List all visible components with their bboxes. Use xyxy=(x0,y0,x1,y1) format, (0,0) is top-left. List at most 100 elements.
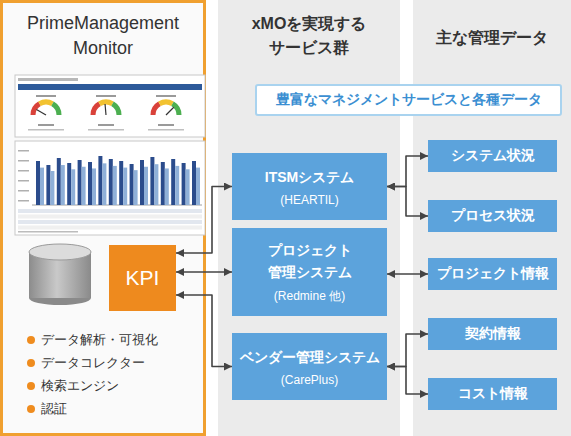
chart-bar xyxy=(123,168,127,205)
table-row xyxy=(18,220,202,224)
gauge-arc xyxy=(40,102,53,104)
gauge-note-line xyxy=(148,129,184,131)
chart-bar xyxy=(186,169,190,205)
database-top xyxy=(29,244,91,260)
chart-bar xyxy=(130,164,134,205)
chart-bar xyxy=(57,158,61,205)
service-column: xMOを実現する サービス群 ITSMシステム (HEARTIL) プロジェクト 管理… xyxy=(218,0,400,436)
chart-bar xyxy=(109,159,113,205)
gauge-group xyxy=(28,95,184,131)
box-sublabel: (Redmine 他) xyxy=(274,288,345,305)
data-box: システム状況 xyxy=(428,140,557,172)
chart-bar xyxy=(171,159,175,205)
box-label: システム状況 xyxy=(451,147,535,165)
chart-bar xyxy=(82,167,86,205)
column-title: xMOを実現する サービス群 xyxy=(242,12,376,60)
banner-box: 豊富なマネジメントサービスと各種データ xyxy=(255,84,562,116)
screenshot-panel xyxy=(15,75,205,137)
data-box: 契約情報 xyxy=(428,318,557,350)
gauge-needle xyxy=(36,110,46,116)
connector-arrow xyxy=(387,273,428,275)
gauge-value-line xyxy=(158,124,174,126)
data-box: プロセス状況 xyxy=(428,200,557,232)
box-label: コスト情報 xyxy=(458,385,528,403)
gauge-caption-line xyxy=(96,95,116,97)
connector-arrow xyxy=(176,271,232,273)
axis-tick-line xyxy=(18,190,29,192)
gauge-note-line xyxy=(28,129,64,131)
chart-bar xyxy=(50,171,54,205)
box-label: ベンダー管理システム xyxy=(240,346,380,368)
data-box: コスト情報 xyxy=(428,378,557,410)
chart-bar xyxy=(144,167,148,205)
box-label: 豊富なマネジメントサービスと各種データ xyxy=(276,91,542,109)
axis-tick-line xyxy=(18,200,29,202)
connector-arrow xyxy=(176,295,232,367)
gauge-arc xyxy=(53,104,60,115)
box-label: ITSMシステム xyxy=(265,166,354,188)
gauge-arc xyxy=(113,104,120,115)
chart-bar xyxy=(119,161,123,205)
service-box: プロジェクト 管理システム (Redmine 他) xyxy=(232,228,387,316)
axis-tick-line xyxy=(18,160,29,162)
chart-bar xyxy=(78,160,82,205)
chart-bar xyxy=(71,169,75,205)
feature-item: 検索エンジン xyxy=(27,377,119,395)
connector-arrow xyxy=(387,334,428,367)
chart-bar xyxy=(113,166,117,205)
table-group xyxy=(18,209,202,233)
chart-bar xyxy=(154,164,158,205)
gauge-caption-line xyxy=(36,95,56,97)
connector-arrow xyxy=(387,187,428,217)
chart-bar xyxy=(46,165,50,205)
connector-arrow xyxy=(176,187,232,254)
chart-bar xyxy=(36,161,40,205)
box-label: プロジェクト 管理システム xyxy=(232,239,387,283)
chart-bar xyxy=(92,168,96,205)
gauge-arc xyxy=(160,102,173,104)
chart-bar xyxy=(61,165,65,205)
gauge-caption-line xyxy=(156,95,176,97)
chart-bar xyxy=(192,161,196,205)
gauge-value-line xyxy=(38,124,54,126)
table-row xyxy=(18,209,202,213)
chart-bar xyxy=(98,156,102,205)
gauge-value-line xyxy=(98,124,114,126)
screenshot-chart-panel xyxy=(15,141,205,235)
chart-bar xyxy=(182,163,186,205)
chart-bar xyxy=(67,163,71,205)
box-label: 契約情報 xyxy=(465,325,521,343)
gauge-arc xyxy=(100,102,113,104)
chart-bar xyxy=(196,168,200,205)
chart-bar xyxy=(175,166,179,205)
column-title: 主な管理データ xyxy=(413,26,571,50)
chart-bar xyxy=(165,168,169,205)
axis-tick-line xyxy=(18,150,29,152)
feature-item: 認証 xyxy=(27,400,67,418)
box-label: プロセス状況 xyxy=(451,207,535,225)
bar-group xyxy=(18,150,200,205)
service-box: ベンダー管理システム(CarePlus) xyxy=(232,333,387,400)
connector-arrow xyxy=(387,367,428,395)
gauge-arc xyxy=(153,104,160,115)
data-box: プロジェクト情報 xyxy=(428,258,557,290)
chart-bar xyxy=(140,160,144,205)
gauge-note-line xyxy=(88,129,124,131)
table-footnote-line xyxy=(18,231,78,233)
box-label: プロジェクト情報 xyxy=(437,265,549,283)
gauge-arc xyxy=(173,104,180,115)
table-row xyxy=(18,215,202,219)
gauge-needle xyxy=(166,107,174,115)
screenshot-titlebar xyxy=(18,84,202,90)
gauge-arc xyxy=(93,104,100,115)
chart-bar xyxy=(150,157,154,205)
axis-tick-line xyxy=(18,180,29,182)
chart-bar xyxy=(161,162,165,205)
axis-tick-line xyxy=(18,170,29,172)
service-box: ITSMシステム (HEARTIL) xyxy=(232,153,387,220)
connector-arrow xyxy=(387,156,428,187)
box-sublabel: (HEARTIL) xyxy=(280,193,338,207)
chart-bar xyxy=(40,168,44,205)
screenshot-tabs xyxy=(18,78,78,81)
